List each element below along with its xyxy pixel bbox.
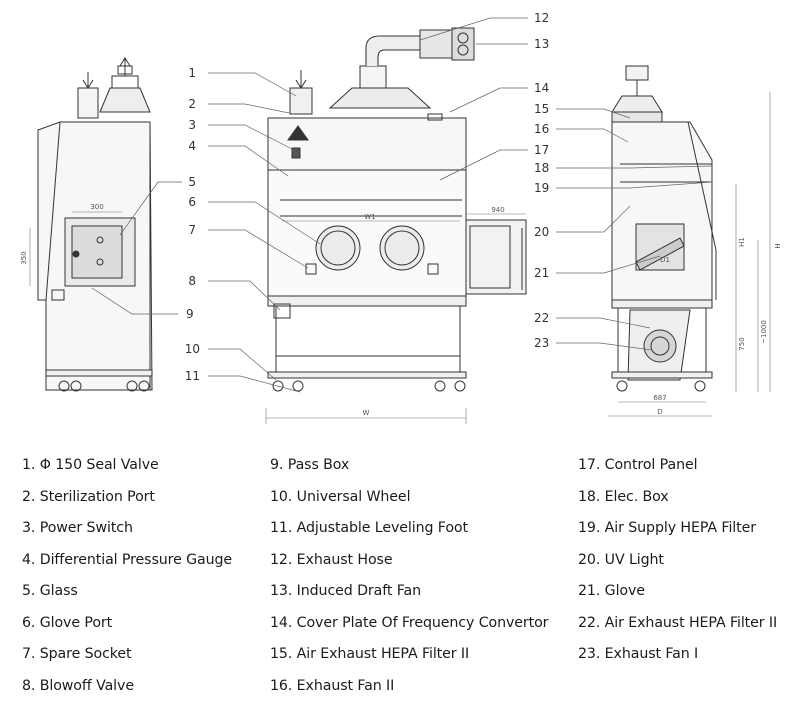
callout-23: 23: [534, 336, 549, 350]
side-view-right: [611, 65, 717, 392]
legend-column-3: 17. Control Panel 18. Elec. Box 19. Air …: [578, 450, 777, 671]
callout-21: 21: [534, 266, 549, 280]
dim-pass-box: 940: [491, 206, 504, 214]
legend-item-10: 10. Universal Wheel: [270, 488, 411, 505]
callout-13: 13: [534, 37, 549, 51]
dim-750: 750: [738, 337, 746, 350]
front-dimensions: [265, 213, 526, 424]
callout-20: 20: [534, 225, 549, 239]
legend-item-20: 20. UV Light: [578, 551, 664, 568]
side-right-dimensions: [608, 92, 771, 417]
callout-3: 3: [188, 118, 196, 132]
legend-item-5: 5. Glass: [22, 583, 78, 599]
side-view-left: [37, 57, 153, 392]
dim-w: W: [363, 409, 370, 417]
legend-item-22: 22. Air Exhaust HEPA Filter II: [578, 614, 778, 631]
legend-item-15: 15. Air Exhaust HEPA Filter II: [270, 646, 470, 662]
callout-9: 9: [186, 307, 194, 321]
legend-item-9: 9. Pass Box: [270, 457, 350, 473]
legend-item-1: 1. Φ 150 Seal Valve: [22, 457, 159, 473]
legend-item-11: 11. Adjustable Leveling Foot: [270, 520, 468, 536]
side-dimensions: [29, 211, 122, 286]
callout-10: 10: [185, 342, 200, 356]
callout-7: 7: [188, 223, 196, 237]
dim-d: D: [657, 408, 662, 416]
legend-item-2: 2. Sterilization Port: [22, 488, 155, 505]
dim-1000: ~1000: [760, 320, 768, 344]
callout-15: 15: [534, 102, 549, 116]
legend-item-18: 18. Elec. Box: [578, 488, 669, 505]
parts-legend: 1. Φ 150 Seal Valve 2. Sterilization Por…: [0, 450, 810, 706]
callout-18: 18: [534, 161, 549, 175]
legend-item-23: 23. Exhaust Fan I: [578, 646, 699, 662]
legend-item-21: 21. Glove: [578, 583, 645, 599]
callout-11: 11: [185, 369, 200, 383]
callout-5: 5: [188, 175, 196, 189]
cabinet-diagram: 300 350: [20, 11, 782, 424]
callout-17: 17: [534, 143, 549, 157]
callout-4: 4: [188, 139, 196, 153]
legend-column-2: 9. Pass Box 10. Universal Wheel 11. Adju…: [270, 450, 549, 702]
callout-8: 8: [188, 274, 196, 288]
legend-item-4: 4. Differential Pressure Gauge: [22, 551, 233, 568]
callout-leaders: [91, 17, 713, 393]
legend-item-14: 14. Cover Plate Of Frequency Convertor: [270, 614, 549, 631]
legend-item-8: 8. Blowoff Valve: [22, 677, 134, 694]
dim-side-height: 350: [20, 251, 28, 264]
legend-item-7: 7. Spare Socket: [22, 646, 132, 662]
dim-h: H: [774, 243, 782, 248]
callout-6: 6: [188, 195, 196, 209]
callout-22: 22: [534, 311, 549, 325]
legend-item-17: 17. Control Panel: [578, 457, 698, 473]
legend-item-12: 12. Exhaust Hose: [270, 551, 393, 568]
callout-16: 16: [534, 122, 549, 136]
callout-12: 12: [534, 11, 549, 25]
callout-19: 19: [534, 181, 549, 195]
dim-side-width: 300: [90, 203, 103, 211]
legend-item-16: 16. Exhaust Fan II: [270, 677, 395, 694]
legend-item-6: 6. Glove Port: [22, 614, 113, 631]
dim-d1: D1: [660, 256, 670, 264]
callout-1: 1: [188, 66, 196, 80]
legend-column-1: 1. Φ 150 Seal Valve 2. Sterilization Por…: [22, 450, 232, 702]
legend-item-3: 3. Power Switch: [22, 520, 133, 536]
dim-h1: H1: [738, 237, 746, 247]
callout-14: 14: [534, 81, 549, 95]
legend-item-13: 13. Induced Draft Fan: [270, 583, 422, 599]
dim-687: 687: [653, 394, 666, 402]
callout-2: 2: [188, 97, 196, 111]
front-view: [267, 27, 527, 392]
dim-w1: W1: [364, 213, 375, 221]
legend-item-19: 19. Air Supply HEPA Filter: [578, 520, 756, 536]
